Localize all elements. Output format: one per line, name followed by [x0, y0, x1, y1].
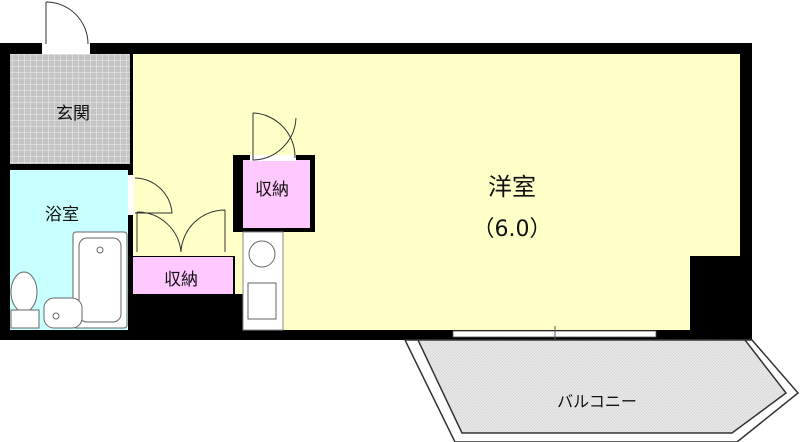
closet-upper — [243, 160, 310, 228]
balcony-label: バルコニー — [557, 392, 637, 411]
stove — [248, 240, 276, 268]
sink — [247, 282, 277, 320]
closet-upper-label: 収納 — [255, 180, 289, 200]
bathroom-label: 浴室 — [45, 205, 79, 225]
closet-lower-label: 収納 — [164, 270, 198, 290]
western-room-label: 洋室 — [488, 173, 536, 201]
entry-door[interactable] — [45, 1, 89, 45]
entrance — [10, 54, 130, 164]
closet-lower — [133, 257, 233, 294]
washbasin — [43, 297, 83, 329]
closet-upper-door[interactable] — [252, 112, 297, 161]
toilet — [10, 271, 38, 313]
bath-door[interactable] — [134, 177, 173, 214]
western-room-size: （6.0） — [473, 217, 552, 242]
pillar — [690, 256, 740, 330]
closet-lower-doors[interactable] — [136, 209, 226, 253]
entrance-label: 玄関 — [56, 104, 90, 124]
